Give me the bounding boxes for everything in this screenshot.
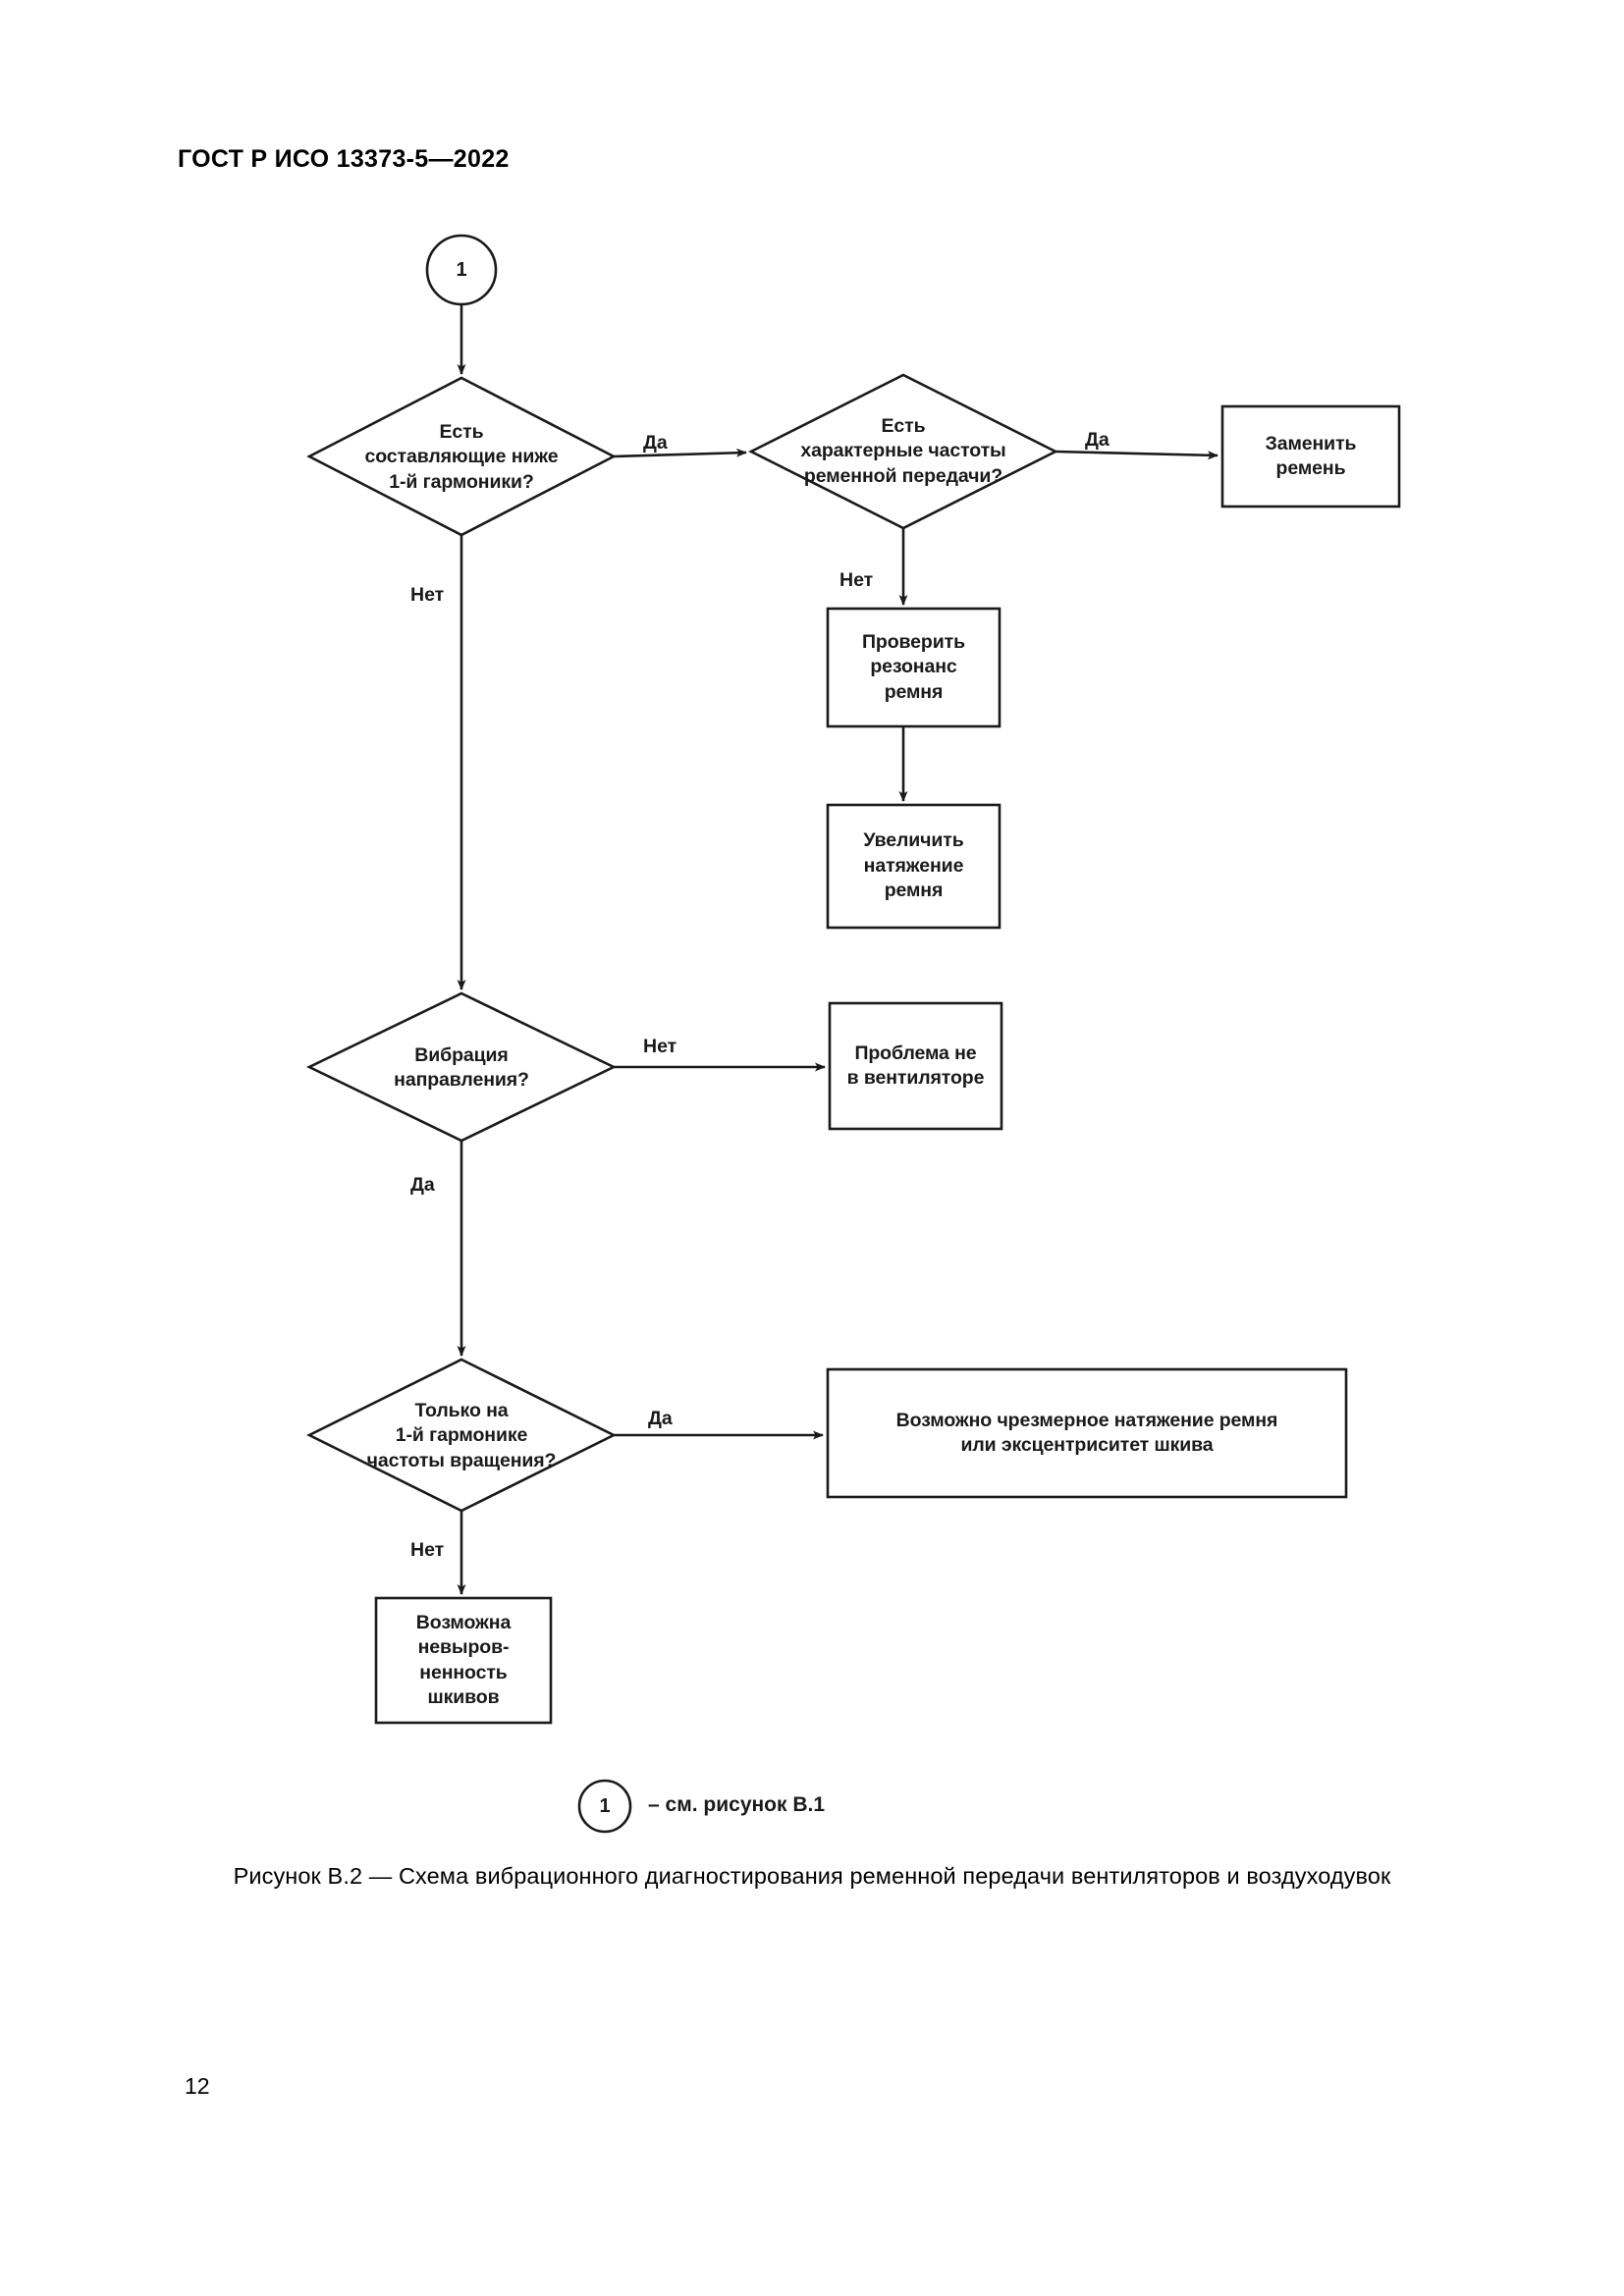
edge-decision-1-yes [613,448,747,458]
decision-1-label: Есть составляющие ниже 1-й гармоники? [364,420,559,493]
edge-decision-2-yes [1055,450,1218,460]
process-excess-tension-label: Возможно чрезмерное натяжение ремня или … [895,1409,1278,1456]
process-replace-belt-shape [1220,404,1401,508]
edge-label-decision-2-no: Нет [839,569,874,591]
edge-label-decision-2-yes: Да [1085,429,1110,451]
edge-label-decision-3-no: Нет [643,1036,677,1057]
process-misalignment-shape [374,1596,553,1725]
legend-circle-shape [577,1779,632,1834]
connector-circle-label: 1 [456,258,467,281]
edge-label-decision-1-yes: Да [643,432,668,454]
edge-label-decision-3-yes: Да [410,1174,435,1196]
document-header: ГОСТ Р ИСО 13373-5—2022 [178,145,510,173]
process-misalignment-label: Возможна невыров- ненность шкивов [415,1611,512,1708]
process-check-resonance-label: Проверить резонанс ремня [862,630,965,703]
figure-caption: Рисунок В.2 — Схема вибрационного диагно… [233,1863,1391,1889]
edge-label-decision-1-no: Нет [410,584,445,606]
edge-label-decision-4-no: Нет [410,1539,445,1561]
edge-label-decision-4-yes: Да [648,1408,673,1429]
decision-3-label: Вибрация направления? [394,1043,529,1091]
process-increase-tension-shape [826,803,1001,930]
legend-circle-number: 1 [599,1794,611,1817]
process-not-fan-label: Проблема не в вентиляторе [846,1041,985,1089]
process-replace-belt-label: Заменить ремень [1265,432,1357,479]
process-not-fan-shape [828,1001,1003,1131]
legend-note-text: – см. рисунок В.1 [648,1793,826,1816]
process-check-resonance-shape [826,607,1001,728]
process-increase-tension-label: Увеличить натяжение ремня [863,829,964,902]
process-excess-tension-shape [826,1367,1348,1499]
decision-4-label: Только на 1-й гармонике частоты вращения… [366,1399,557,1471]
page-number: 12 [185,2073,210,2099]
decision-2-label: Есть характерные частоты ременной переда… [800,414,1006,487]
